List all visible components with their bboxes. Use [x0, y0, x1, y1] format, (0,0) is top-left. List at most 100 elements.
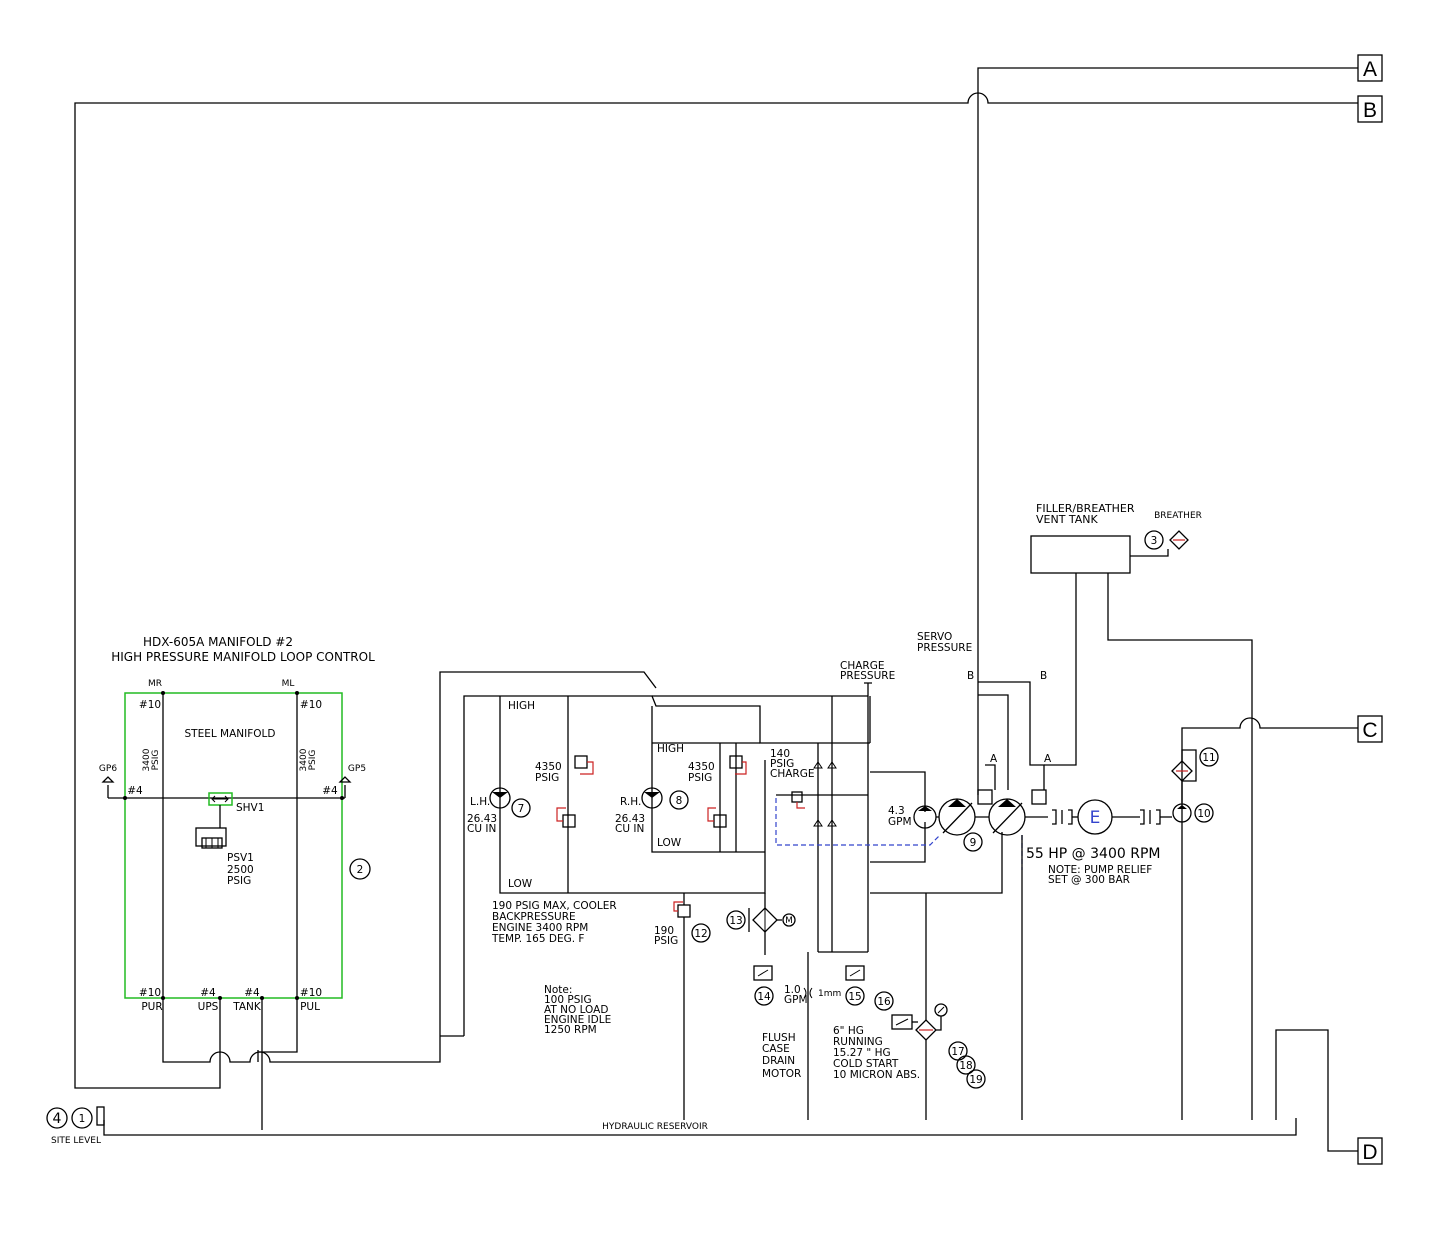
gauge-gp6[interactable]: GP6	[99, 764, 117, 783]
shuttle-valve-shv1[interactable]: SHV1	[208, 792, 264, 814]
pump-note-line2: SET @ 300 BAR	[1048, 874, 1130, 886]
flush-line1: FLUSH	[762, 1032, 796, 1044]
text-line: PRESSURE	[840, 670, 895, 682]
svg-text:GPM: GPM	[888, 816, 912, 828]
svg-text:7: 7	[518, 803, 525, 815]
connector-a[interactable]: A	[1357, 54, 1383, 82]
svg-text:M: M	[785, 916, 793, 926]
svg-text:D: D	[1362, 1141, 1377, 1164]
port-size-label: #10	[300, 987, 322, 999]
psig-unit: PSIG	[151, 750, 161, 771]
gauge-gp5[interactable]: GP5	[338, 764, 366, 783]
idle-note-line1: Note:	[544, 984, 572, 996]
port-ups-label: UPS	[198, 1001, 219, 1013]
svg-text:2: 2	[357, 864, 364, 876]
manifold-body-label: STEEL MANIFOLD	[185, 728, 276, 740]
port-tank-label: TANK	[232, 1001, 262, 1013]
connector-c[interactable]: C	[1357, 715, 1383, 743]
port-mr-label: MR	[148, 679, 162, 689]
port-size-label: #4	[322, 785, 338, 797]
engine[interactable]: E 55 HP @ 3400 RPM NOTE: PUMP RELIEF SET…	[1026, 799, 1172, 886]
svg-text:PSIG: PSIG	[688, 772, 712, 784]
cooler-note-line3: ENGINE 3400 RPM	[492, 922, 588, 934]
svg-text:PSIG: PSIG	[654, 935, 678, 947]
text-line: SERVO	[917, 631, 952, 643]
port-size-label: #10	[139, 987, 161, 999]
oil-cooler-13[interactable]: M 13	[726, 893, 796, 955]
svg-text:GP5: GP5	[348, 764, 366, 774]
high-label: HIGH	[657, 743, 684, 755]
manifold-title: HDX-605A MANIFOLD #2	[143, 635, 293, 649]
port-ml-label: ML	[282, 679, 295, 689]
svg-text:3: 3	[1151, 535, 1158, 547]
psig-value: 3400	[142, 748, 152, 771]
port-b-label: B	[967, 670, 974, 682]
svg-text:9: 9	[970, 837, 977, 849]
drain-15[interactable]: 15	[845, 965, 865, 1006]
drain-14[interactable]: 14	[753, 965, 774, 1006]
svg-text:18: 18	[959, 1060, 972, 1072]
port-pur-label: PUR	[141, 1001, 162, 1013]
connector-b[interactable]: B	[1357, 95, 1383, 123]
aux-pump-10[interactable]: 10	[1172, 803, 1214, 823]
relief-valve-rh[interactable]: 4350 PSIG	[688, 755, 747, 828]
svg-text:PSIG: PSIG	[770, 758, 794, 770]
pressure-valve-psv1[interactable]: PSV1 2500 PSIG	[195, 827, 254, 887]
svg-text:2500: 2500	[227, 864, 254, 876]
vent-tank[interactable]: FILLER/BREATHER VENT TANK 3 BREATHER	[1030, 502, 1253, 1120]
low-label: LOW	[508, 878, 533, 890]
line-d	[1275, 1029, 1358, 1152]
reservoir-label: HYDRAULIC RESERVOIR	[602, 1122, 708, 1132]
port-b-label: B	[1040, 670, 1047, 682]
side-psig-right: 3400PSIG	[299, 748, 318, 771]
psig-unit: PSIG	[308, 750, 318, 771]
connector-d[interactable]: D	[1357, 1137, 1383, 1165]
drain-flow: 1.0	[784, 984, 801, 996]
high-label: HIGH	[508, 700, 535, 712]
filter-11[interactable]: 11	[1171, 747, 1219, 803]
motor-lh[interactable]: L.H. 26.43 CU IN 7	[467, 787, 531, 835]
port-size-label: #10	[139, 699, 161, 711]
callout-2: 2	[349, 858, 371, 880]
low-label: LOW	[657, 837, 682, 849]
suction-filter[interactable]: 16 17 18 19	[874, 893, 986, 1120]
svg-text:PSIG: PSIG	[227, 875, 251, 887]
port-size-label: #4	[127, 785, 143, 797]
cooler-note-line4: TEMP. 165 DEG. F	[491, 933, 584, 945]
port-size-label: #4	[200, 987, 216, 999]
svg-text:11: 11	[1202, 752, 1215, 764]
cooler-relief-12[interactable]: 190 PSIG 12	[654, 893, 711, 1120]
suction-line3: 15.27 " HG	[833, 1047, 891, 1059]
charge-relief-valve[interactable]: 140 PSIG CHARGE	[770, 748, 814, 809]
svg-text:PSIG: PSIG	[535, 772, 559, 784]
svg-text:140: 140	[770, 748, 790, 760]
svg-text:4350: 4350	[535, 761, 562, 773]
svg-text:19: 19	[969, 1074, 982, 1086]
motor-rh[interactable]: R.H. 26.43 CU IN 8	[615, 787, 689, 835]
svg-text:B: B	[1363, 99, 1377, 122]
side-psig-left: 3400PSIG	[142, 748, 161, 771]
svg-text:15: 15	[848, 991, 861, 1003]
pump-assembly[interactable]: 4.3 GPM 9	[888, 789, 1048, 852]
line-a	[977, 67, 1358, 795]
manifold-subtitle: HIGH PRESSURE MANIFOLD LOOP CONTROL	[111, 650, 375, 664]
svg-text:FILLER/BREATHER: FILLER/BREATHER	[1036, 502, 1135, 515]
svg-text:12: 12	[694, 928, 707, 940]
engine-power-label: 55 HP @ 3400 RPM	[1026, 846, 1160, 862]
line-c	[1181, 717, 1358, 1120]
suction-line4: COLD START	[833, 1058, 899, 1070]
relief-valve-lh[interactable]: 4350 PSIG	[535, 755, 594, 828]
svg-text:190: 190	[654, 925, 674, 937]
port-a-label: A	[990, 753, 998, 765]
svg-text:10: 10	[1197, 808, 1210, 820]
svg-text:14: 14	[757, 991, 771, 1003]
port-size-label: #4	[244, 987, 260, 999]
svg-text:26.43: 26.43	[467, 813, 497, 825]
hydraulic-reservoir: HYDRAULIC RESERVOIR 4 1 SITE LEVEL	[46, 1106, 1297, 1146]
idle-note-line5: 1250 RPM	[544, 1024, 597, 1036]
suction-line1: 6" HG	[833, 1025, 864, 1037]
text-line: PRESSURE	[917, 642, 972, 654]
orifice-icon	[803, 987, 813, 999]
